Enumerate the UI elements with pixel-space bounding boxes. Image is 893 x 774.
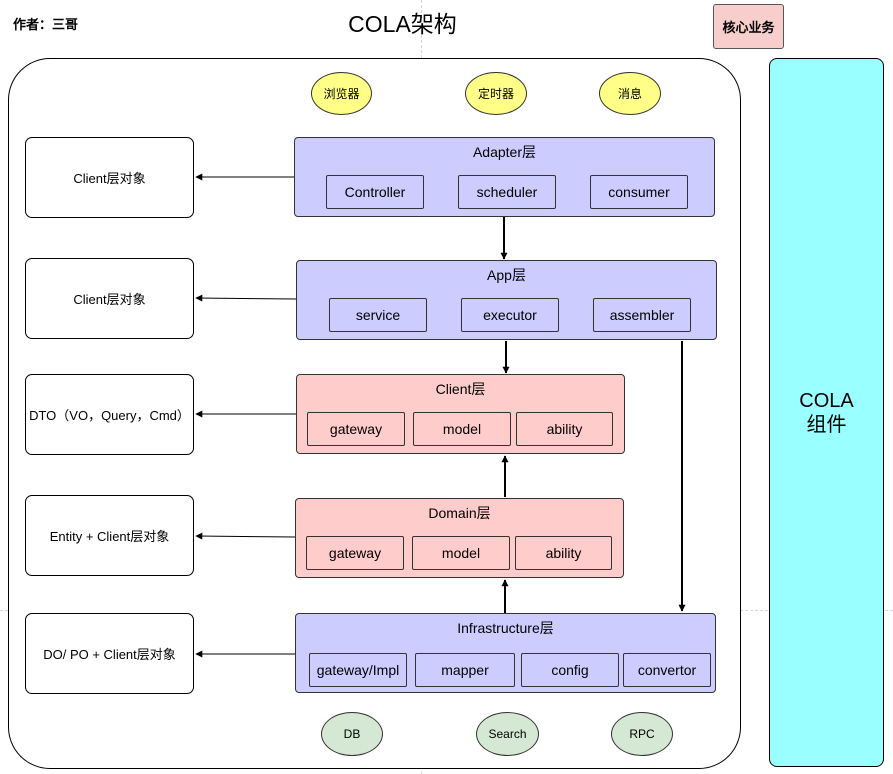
rpc-node: RPC [611, 712, 673, 756]
infrastructure-object-box: DO/ PO + Client层对象 [25, 613, 194, 694]
executor-component: executor [461, 298, 559, 332]
cola-component-line2: 组件 [806, 413, 847, 436]
gateway-impl-component: gateway/Impl [309, 653, 407, 687]
scheduler-component: scheduler [458, 175, 556, 209]
client-object-box: DTO（VO，Query，Cmd） [25, 374, 194, 455]
infrastructure-layer: Infrastructure层 gateway/Impl mapper conf… [295, 613, 716, 693]
adapter-layer: Adapter层 Controller scheduler consumer [294, 137, 715, 217]
domain-ability-component: ability [515, 536, 612, 570]
assembler-component: assembler [593, 298, 691, 332]
controller-component: Controller [326, 175, 424, 209]
infrastructure-layer-title: Infrastructure层 [457, 620, 554, 636]
domain-model-component: model [412, 536, 510, 570]
client-layer-title: Client层 [435, 381, 486, 397]
app-object-box: Client层对象 [25, 258, 194, 339]
app-layer-title: App层 [487, 267, 526, 283]
client-layer: Client层 gateway model ability [296, 374, 625, 454]
adapter-layer-title: Adapter层 [472, 144, 537, 160]
adapter-object-box: Client层对象 [25, 137, 194, 218]
domain-layer: Domain层 gateway model ability [295, 498, 624, 578]
config-component: config [521, 653, 619, 687]
domain-gateway-component: gateway [306, 536, 404, 570]
browser-entry: 浏览器 [311, 72, 372, 115]
client-gateway-component: gateway [307, 412, 405, 446]
consumer-component: consumer [590, 175, 688, 209]
domain-object-box: Entity + Client层对象 [25, 495, 194, 576]
timer-entry: 定时器 [465, 72, 527, 115]
domain-layer-title: Domain层 [428, 505, 491, 521]
diagram-title: COLA架构 [348, 11, 457, 37]
app-layer: App层 service executor assembler [296, 260, 717, 340]
app-to-object-arrow [195, 294, 297, 302]
db-node: DB [321, 712, 383, 756]
domain-to-entity-arrow [195, 532, 296, 540]
cola-component-column: COLA 组件 [769, 58, 884, 767]
mapper-component: mapper [415, 653, 515, 687]
convertor-component: convertor [623, 653, 711, 687]
cola-component-line1: COLA [799, 389, 854, 412]
core-business-badge: 核心业务 [713, 4, 784, 49]
author-label: 作者：三哥 [13, 17, 79, 32]
message-entry: 消息 [599, 72, 661, 115]
search-node: Search [476, 712, 539, 756]
client-ability-component: ability [516, 412, 613, 446]
service-component: service [329, 298, 427, 332]
client-model-component: model [413, 412, 511, 446]
